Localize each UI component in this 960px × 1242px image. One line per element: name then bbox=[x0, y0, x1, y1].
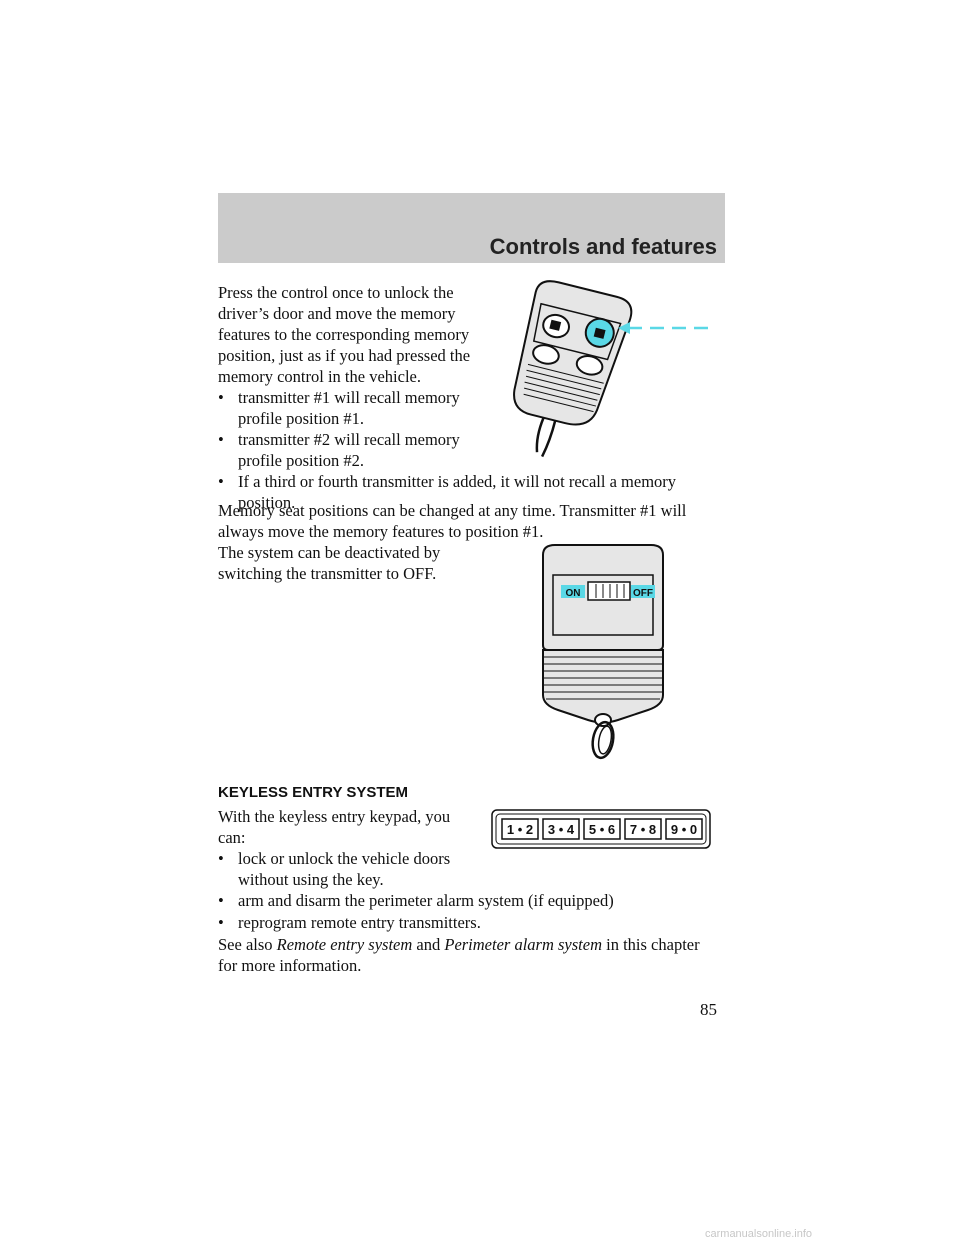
bullet-lock-unlock: • lock or unlock the vehicle doors witho… bbox=[218, 849, 451, 889]
bullet-arm-disarm: • arm and disarm the perimeter alarm sys… bbox=[218, 891, 614, 910]
bullet-third-transmitter: • If a third or fourth transmitter is ad… bbox=[218, 472, 677, 512]
keypad-keys bbox=[501, 818, 703, 840]
indicator-arrow bbox=[618, 322, 710, 334]
remote-transmitter-illustration bbox=[513, 280, 633, 458]
bullet-transmitter-1: • transmitter #1 will recall memory prof… bbox=[218, 388, 460, 428]
paragraph-keypad-intro: With the keyless entry keypad, you can: bbox=[218, 807, 451, 847]
see-also-perimeter-alarm: Perimeter alarm system bbox=[444, 935, 602, 954]
paragraph-memory-positions: Memory seat positions can be changed at … bbox=[218, 501, 687, 541]
keypad-key-5-6: 5 • 6 bbox=[589, 822, 615, 837]
switch-on-label: ON bbox=[566, 588, 581, 599]
bullet-dot: • bbox=[218, 472, 224, 491]
page-number: 85 bbox=[700, 1000, 717, 1019]
bullet-dot: • bbox=[218, 430, 224, 449]
keypad-key-1-2: 1 • 2 bbox=[507, 822, 533, 837]
switch-off-label: OFF bbox=[633, 588, 653, 599]
keypad-key-3-4: 3 • 4 bbox=[548, 822, 575, 837]
paragraph-see-also: See also Remote entry system and Perimet… bbox=[218, 935, 700, 975]
keypad-key-9-0: 9 • 0 bbox=[671, 822, 697, 837]
keypad-key-7-8: 7 • 8 bbox=[630, 822, 656, 837]
bullet-dot: • bbox=[218, 891, 224, 910]
page-header-title: Controls and features bbox=[489, 234, 717, 259]
section-heading: KEYLESS ENTRY SYSTEM bbox=[218, 784, 409, 801]
bullet-dot: • bbox=[218, 913, 224, 932]
watermark: carmanualsonline.info bbox=[705, 1228, 813, 1240]
bullet-reprogram: • reprogram remote entry transmitters. bbox=[218, 913, 481, 932]
header-band: Controls and features bbox=[218, 193, 725, 263]
bullet-dot: • bbox=[218, 849, 224, 868]
paragraph-unlock: Press the control once to unlock the dri… bbox=[218, 283, 471, 386]
see-also-remote-entry: Remote entry system bbox=[276, 935, 413, 954]
bullet-dot: • bbox=[218, 388, 224, 407]
paragraph-deactivate: The system can be deactivated by switchi… bbox=[218, 543, 441, 583]
keypad-illustration: 1 • 2 3 • 4 5 • 6 7 • 8 9 • 0 bbox=[491, 809, 711, 849]
bullet-transmitter-2: • transmitter #2 will recall memory prof… bbox=[218, 430, 460, 470]
transmitter-switch-illustration: ON OFF bbox=[542, 544, 664, 760]
